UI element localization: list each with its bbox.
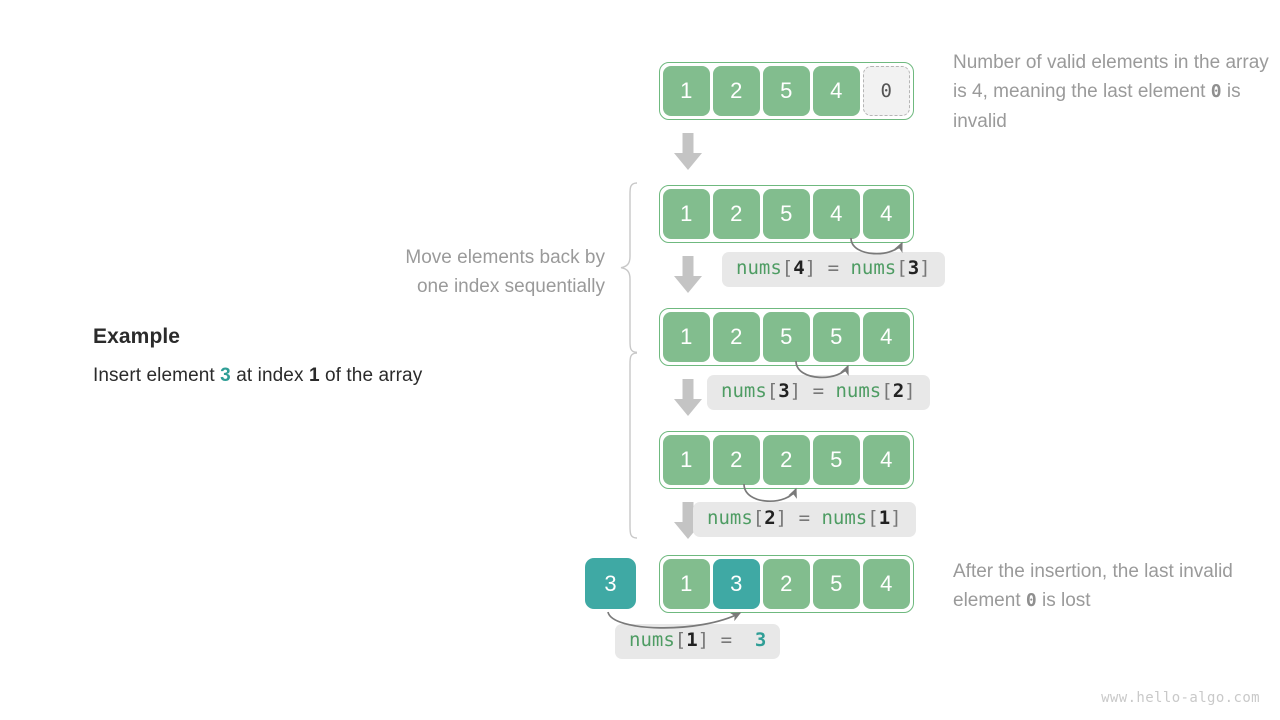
code-lhs-close: ] xyxy=(697,629,710,651)
code-rhs-value: 3 xyxy=(754,629,767,651)
code-lhs-open: [ xyxy=(674,629,687,651)
code-lhs-index: 1 xyxy=(686,629,698,651)
code-rhs-name: nums xyxy=(821,507,868,529)
move-caption-line-2: one index sequentially xyxy=(416,276,605,298)
example-desc-prefix: Insert element xyxy=(93,365,221,386)
code-rhs-open: [ xyxy=(896,257,908,279)
array-cell: 1 xyxy=(663,66,710,116)
caption-after-insertion: After the insertion, the last invalid el… xyxy=(953,557,1273,616)
array-cell: 4 xyxy=(813,189,860,239)
array-cell: 1 xyxy=(663,435,710,485)
code-lhs-name: nums xyxy=(707,507,753,529)
array-cell: 1 xyxy=(663,312,710,362)
example-desc-value: 3 xyxy=(220,365,231,386)
array-step-3: 1 2 2 5 4 xyxy=(659,431,914,489)
caption-bottom-part2: is lost xyxy=(1036,590,1091,612)
code-rhs-open: [ xyxy=(881,380,893,402)
array-cell: 5 xyxy=(813,435,860,485)
down-arrow-icon xyxy=(673,379,703,417)
move-caption-line-1: Move elements back by xyxy=(405,247,605,268)
code-label-step-1: nums[4] = nums[3] xyxy=(722,252,945,287)
down-arrow-icon xyxy=(673,256,703,294)
inserted-value-box: 3 xyxy=(585,558,636,609)
code-lhs-index: 4 xyxy=(793,257,805,279)
code-rhs-name: nums xyxy=(850,257,897,279)
code-lhs-open: [ xyxy=(781,257,794,279)
code-rhs-close: ] xyxy=(919,257,931,279)
array-step-0: 1 2 5 4 0 xyxy=(659,62,914,120)
array-step-4: 1 3 2 5 4 xyxy=(659,555,914,613)
code-lhs-index: 3 xyxy=(778,380,790,402)
array-cell-inserted: 3 xyxy=(713,559,760,609)
code-lhs-close: ] xyxy=(804,257,817,279)
code-rhs-close: ] xyxy=(890,507,902,529)
code-rhs-name: nums xyxy=(835,380,882,402)
code-equals: = xyxy=(812,380,825,402)
code-label-step-4: nums[1] = 3 xyxy=(615,624,781,659)
code-rhs-index: 1 xyxy=(878,507,891,529)
example-title: Example xyxy=(93,325,181,348)
array-cell: 4 xyxy=(813,66,860,116)
caption-top-part3: is invalid xyxy=(953,81,1241,132)
example-desc-index: 1 xyxy=(308,365,320,386)
array-cell: 4 xyxy=(863,435,910,485)
caption-top-part2: , meaning the last element xyxy=(982,81,1211,103)
code-label-step-2: nums[3] = nums[2] xyxy=(707,375,930,410)
code-equals: = xyxy=(720,629,733,651)
example-block: Example Insert element 3 at index 1 of t… xyxy=(93,325,563,387)
array-cell: 5 xyxy=(763,189,810,239)
array-cell: 5 xyxy=(763,66,810,116)
caption-top-part1: Number of valid elements in the array is xyxy=(953,52,1269,103)
array-cell: 2 xyxy=(713,189,760,239)
array-cell: 5 xyxy=(763,312,810,362)
array-step-1: 1 2 5 4 4 xyxy=(659,185,914,243)
code-rhs-index: 3 xyxy=(907,257,920,279)
watermark: www.hello-algo.com xyxy=(1101,690,1260,706)
caption-valid-elements: Number of valid elements in the array is… xyxy=(953,48,1273,136)
example-description: Insert element 3 at index 1 of the array xyxy=(93,365,563,387)
code-lhs-name: nums xyxy=(721,380,767,402)
array-cell: 4 xyxy=(863,312,910,362)
caption-bottom-part1: After the insertion, the last invalid el… xyxy=(953,561,1233,612)
caption-bottom-element: 0 xyxy=(1025,590,1037,612)
code-lhs-close: ] xyxy=(775,507,788,529)
array-cell: 2 xyxy=(713,66,760,116)
code-lhs-open: [ xyxy=(752,507,765,529)
code-rhs-open: [ xyxy=(867,507,879,529)
array-cell: 1 xyxy=(663,559,710,609)
array-cell: 2 xyxy=(713,312,760,362)
code-rhs-index: 2 xyxy=(892,380,905,402)
code-lhs-close: ] xyxy=(789,380,802,402)
array-cell: 5 xyxy=(813,559,860,609)
move-elements-caption: Move elements back by one index sequenti… xyxy=(330,243,605,302)
array-cell: 2 xyxy=(763,559,810,609)
array-step-2: 1 2 5 5 4 xyxy=(659,308,914,366)
array-cell: 4 xyxy=(863,189,910,239)
example-desc-suffix: of the array xyxy=(319,365,423,386)
array-cell: 4 xyxy=(863,559,910,609)
array-cell: 2 xyxy=(763,435,810,485)
down-arrow-icon xyxy=(673,133,703,171)
code-lhs-index: 2 xyxy=(764,507,776,529)
code-equals: = xyxy=(827,257,840,279)
caption-top-element: 0 xyxy=(1210,81,1222,103)
code-lhs-open: [ xyxy=(766,380,779,402)
array-cell: 1 xyxy=(663,189,710,239)
code-label-step-3: nums[2] = nums[1] xyxy=(693,502,916,537)
grouping-brace xyxy=(618,182,640,549)
example-desc-middle: at index xyxy=(230,365,309,386)
caption-top-count: 4 xyxy=(972,81,983,103)
array-cell: 5 xyxy=(813,312,860,362)
code-lhs-name: nums xyxy=(629,629,675,651)
code-rhs-close: ] xyxy=(904,380,916,402)
array-cell-invalid: 0 xyxy=(863,66,910,116)
array-cell: 2 xyxy=(713,435,760,485)
code-equals: = xyxy=(798,507,811,529)
code-lhs-name: nums xyxy=(736,257,782,279)
